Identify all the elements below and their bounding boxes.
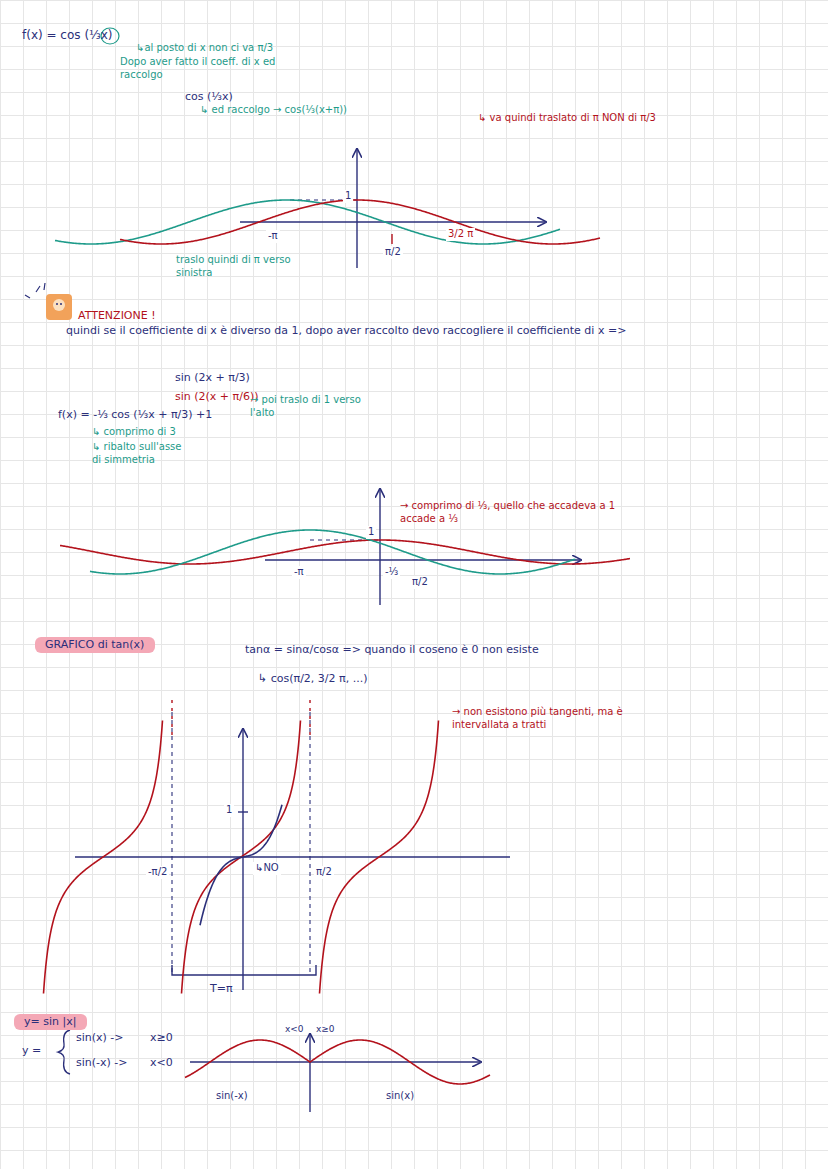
function-curve [185,1044,240,1077]
note-text: quindi se il coefficiente di x è diverso… [66,324,666,338]
function-curve [60,540,630,564]
note-text: 3/2 π [446,228,475,241]
note-text: Dopo aver fatto il coeff. di x ed raccol… [120,56,300,81]
note-text: -π [266,230,280,243]
note-text: sin(x) -> [76,1031,124,1045]
note-text: traslo quindi di π verso sinistra [176,254,291,279]
function-curve [120,200,600,244]
note-text: f(x) = -⅓ cos (⅓x + π/3) +1 [58,408,212,422]
note-text: ↳ ed raccolgo → cos(⅓(x+π)) [200,104,347,117]
function-curve [44,720,163,993]
note-text: ↳NO [253,862,281,875]
note-text: y = [22,1044,41,1058]
function-curve [240,1040,490,1084]
note-text: 1 [224,804,234,817]
note-text: -π/2 [146,866,169,879]
note-text: sin(-x) [216,1090,248,1103]
note-text: sin (2x + π/3) [175,371,250,385]
note-text: sin(-x) -> [76,1056,128,1070]
note-text: π/2 [410,576,430,589]
note-text: π/2 [383,246,403,259]
brace [58,1030,70,1074]
heading-text: GRAFICO di tan(x) [45,638,144,651]
asymptote-marks [172,700,310,735]
attention-icon [25,283,72,320]
note-text: x≥0 [314,1024,337,1035]
note-text: ↳al posto di x non ci va π/3 [136,42,273,55]
dashed-guides [172,200,380,975]
note-text: π/2 [314,866,334,879]
note-text: sin (2(x + π/6)) [175,390,258,404]
note-text: ↳ ribalto sull'asse di simmetria [92,441,182,466]
note-text: tanα = sinα/cosα => quando il coseno è 0… [245,643,575,657]
highlight-band: GRAFICO di tan(x) [35,637,155,653]
function-curve [182,720,301,993]
period-bracket [172,965,316,975]
note-text: T=π [210,982,233,996]
note-text: ↳ va quindi traslato di π NON di π/3 [478,112,668,125]
note-text: → poi traslo di 1 verso l'alto [250,394,365,419]
note-text: → non esistono più tangenti, ma è interv… [452,706,652,731]
heading-text: y= sin |x| [24,1015,76,1028]
note-text: sin(x) [386,1090,414,1103]
note-text: 1 [366,526,376,539]
note-text: x≥0 [150,1031,173,1045]
note-text: ↳ cos(π/2, 3/2 π, ...) [258,672,367,686]
function-curve [200,805,282,926]
note-text: -π [292,566,306,579]
note-text: -⅓ [383,566,400,579]
note-text: ↳ comprimo di 3 [92,426,176,439]
note-text: x<0 [150,1056,173,1070]
note-text: 1 [343,190,353,203]
function-curve [320,720,439,993]
note-text: cos (⅓x) [185,90,233,104]
function-curve [90,530,575,574]
note-text: ATTENZIONE ! [78,309,156,323]
note-text: f(x) = cos (⅓x) [22,28,112,43]
note-text: x<0 [283,1024,306,1035]
highlight-band: y= sin |x| [14,1014,87,1030]
note-text: → comprimo di ⅓, quello che accadeva a 1… [400,500,650,525]
axes [75,150,580,1112]
